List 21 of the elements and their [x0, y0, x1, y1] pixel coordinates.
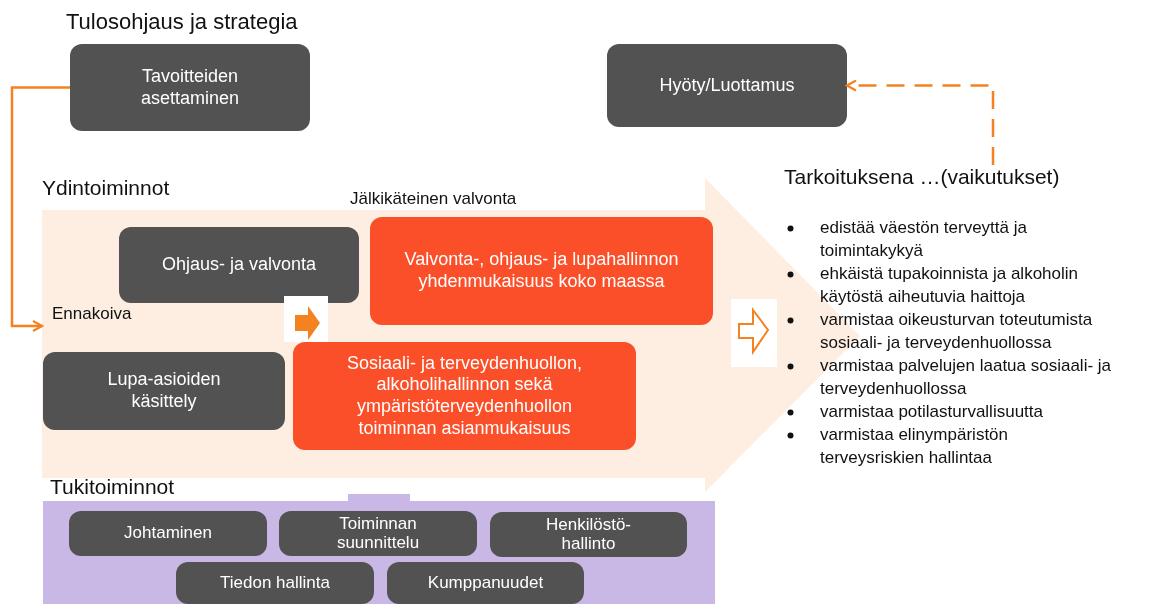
section-heading: Ydintoiminnot: [42, 176, 170, 200]
result-box: Valvonta-, ohjaus- ja lupahallinnon yhdenmukaisuus koko maassa: [370, 217, 713, 325]
result-box: Sosiaali- ja terveydenhuollon, alkoholihallinnon sekä ympäristöterveydenhuollon toiminnan asianmukaisuus: [293, 342, 636, 450]
section-heading: Tukitoiminnot: [50, 475, 175, 499]
heading-text: Tarkoituksena …(vaikutukset): [784, 165, 1162, 197]
dashed-arrow: [845, 79, 995, 165]
process-box: Lupa-asioiden käsittely: [43, 352, 285, 430]
function-box: Toiminnan suunnittelu: [279, 511, 477, 556]
bullet-item: varmistaa potilasturvallisuutta: [820, 401, 1044, 423]
function-box: Kumppanuudet: [387, 562, 584, 604]
block-arrow: [295, 306, 320, 340]
function-box: Henkilöstö- hallinto: [490, 512, 687, 557]
function-box: Tiedon hallinta: [176, 562, 374, 604]
function-box: Johtaminen: [69, 511, 267, 556]
process-box: Ohjaus- ja valvonta: [119, 227, 359, 303]
phase-label: Ennakoiva: [52, 304, 132, 324]
bullet-item: varmistaa elinympäristön terveysriskien hallintaa: [820, 424, 1009, 469]
section-heading: Tulosohjaus ja strategia: [66, 9, 298, 35]
phase-label: Jälkikäteinen valvonta: [350, 189, 517, 209]
outcome-box: Hyöty/Luottamus: [607, 44, 847, 127]
arrow: [10, 86, 70, 333]
